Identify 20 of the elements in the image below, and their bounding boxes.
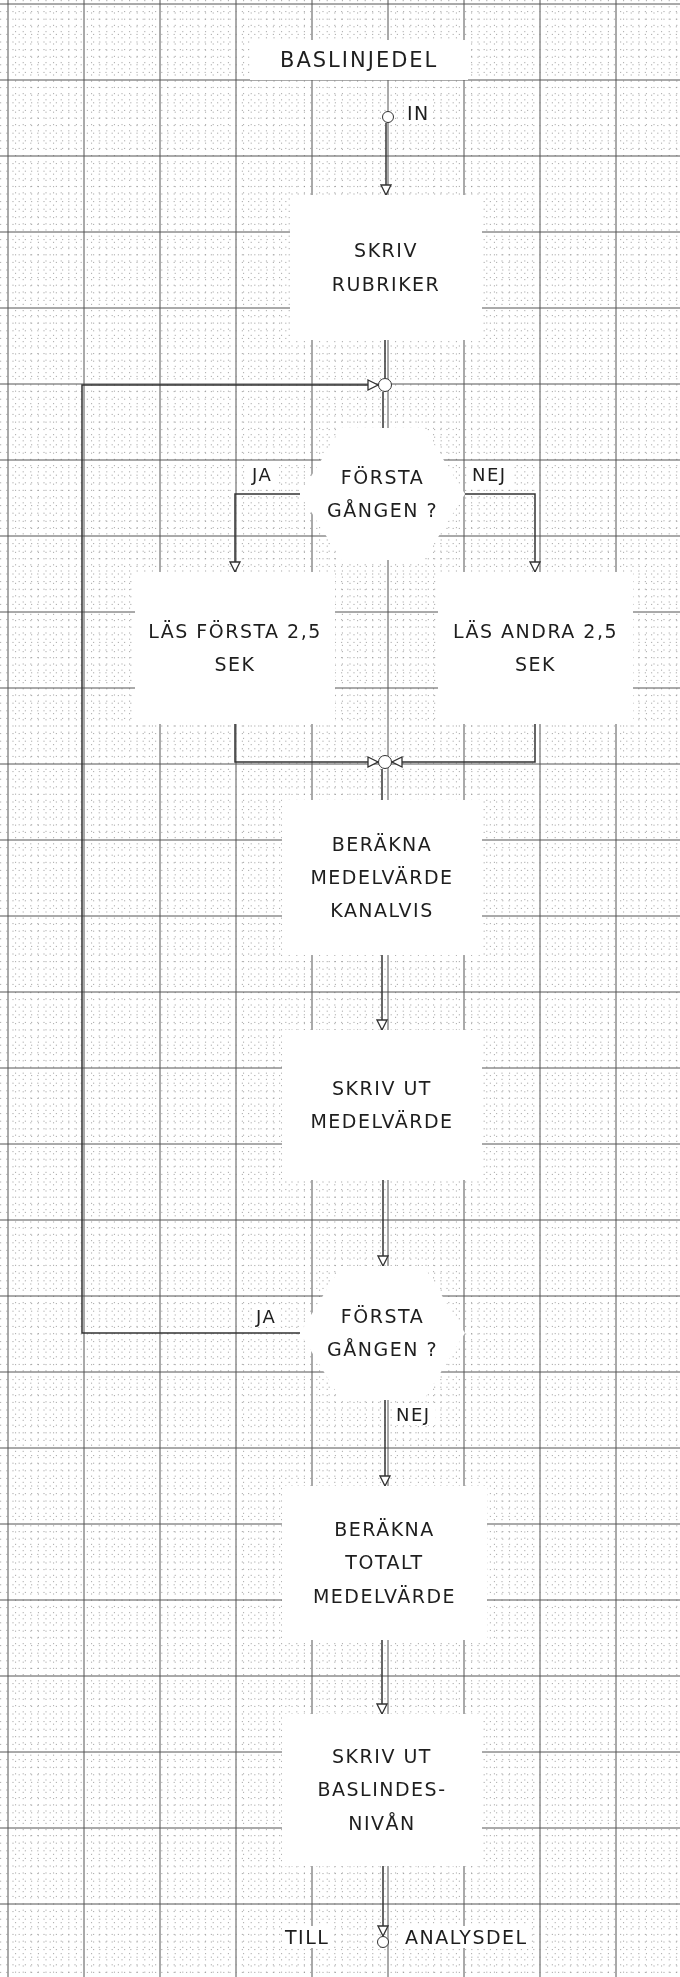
process-text: LÄS FÖRSTA 2,5 SEK <box>147 618 323 677</box>
process-text: SKRIV UT MEDELVÄRDE <box>309 1075 455 1134</box>
connector-label: ANALYSDEL <box>402 1926 531 1948</box>
connector-circle <box>377 1936 389 1948</box>
edge-label: NEJ <box>392 1404 435 1425</box>
process-text: BERÄKNA TOTALT MEDELVÄRDE <box>311 1517 458 1609</box>
process-text: SKRIV RUBRIKER <box>330 238 442 297</box>
process-text: LÄS ANDRA 2,5 SEK <box>451 618 620 677</box>
edge-label: JA <box>252 1306 281 1327</box>
connector-circle <box>382 111 394 123</box>
title: BASLINJEDEL <box>250 40 469 80</box>
process-text: SKRIV UT BASLINDES-NIVÅN <box>316 1744 448 1836</box>
decision-text: FÖRSTA GÅNGEN ? <box>326 464 439 523</box>
decision-text: FÖRSTA GÅNGEN ? <box>326 1303 439 1362</box>
connector-circle <box>378 755 392 769</box>
edge-label: NEJ <box>468 464 511 485</box>
process-text: BERÄKNA MEDELVÄRDE KANALVIS <box>309 831 455 924</box>
connector-label: TILL <box>282 1926 333 1948</box>
edge-label: JA <box>248 464 277 485</box>
connector-circle <box>378 378 392 392</box>
